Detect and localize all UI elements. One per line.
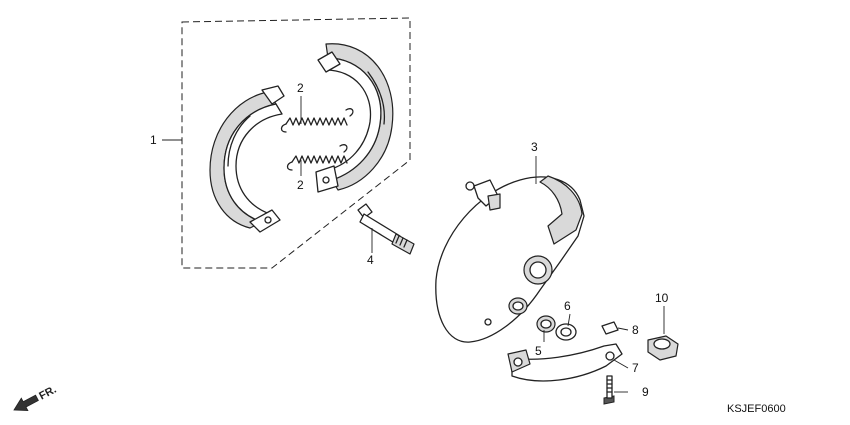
callout-2-lower: 2 (297, 178, 304, 192)
callout-7: 7 (632, 361, 639, 375)
callout-8: 8 (632, 323, 639, 337)
brake-panel (435, 175, 585, 343)
leader-lines (162, 96, 665, 393)
seal (536, 315, 556, 333)
spring-lower (286, 144, 348, 171)
brake-shoe-right (315, 43, 394, 193)
brake-arm (507, 343, 623, 382)
direction-label: FR. (37, 384, 58, 403)
brake-cam (357, 203, 415, 255)
bolt (603, 375, 615, 405)
spring-upper (280, 108, 354, 133)
callout-6: 6 (564, 299, 571, 313)
diagram-code: KSJEF0600 (727, 403, 786, 415)
wear-indicator (601, 321, 619, 335)
callout-4: 4 (367, 253, 374, 267)
callout-5: 5 (535, 344, 542, 358)
callout-3: 3 (531, 140, 538, 154)
assembly-boundary (181, 17, 411, 269)
callout-10: 10 (655, 291, 669, 305)
front-direction-arrow-icon: FR. (13, 384, 59, 411)
washer (555, 323, 577, 341)
callout-2-upper: 2 (297, 81, 304, 95)
callout-1: 1 (150, 133, 157, 147)
nut (647, 335, 679, 361)
callout-9: 9 (642, 385, 649, 399)
brake-shoe-left (209, 85, 285, 233)
